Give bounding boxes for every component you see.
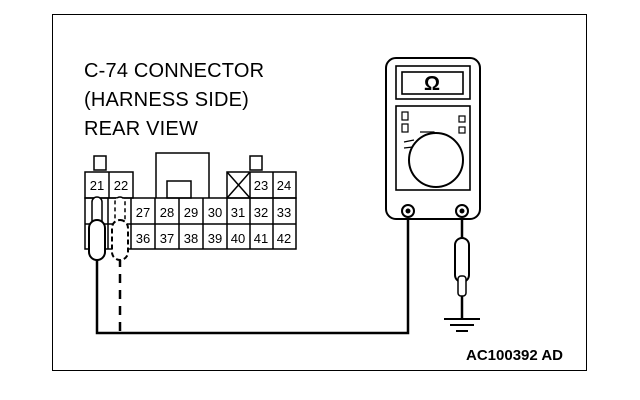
- connector-pin-30: 30: [208, 205, 222, 220]
- connector-pin-38: 38: [184, 231, 198, 246]
- connector-title-line-2: (HARNESS SIDE): [84, 89, 250, 111]
- selector-dial: [408, 132, 464, 188]
- connector-title-line-1: C-74 CONNECTOR: [84, 60, 265, 82]
- connector-pin-21: 21: [90, 178, 104, 193]
- connector-pin-23: 23: [254, 178, 268, 193]
- diagram-frame: [52, 14, 587, 371]
- connector-pin-36: 36: [136, 231, 150, 246]
- connector-pin-28: 28: [160, 205, 174, 220]
- connector-pin-27: 27: [136, 205, 150, 220]
- connector-pin-40: 40: [231, 231, 245, 246]
- connector-pin-37: 37: [160, 231, 174, 246]
- connector-pin-29: 29: [184, 205, 198, 220]
- connector-pin-42: 42: [277, 231, 291, 246]
- connector-c74: [84, 152, 297, 250]
- connector-pin-33: 33: [277, 205, 291, 220]
- connector-pin-31: 31: [231, 205, 245, 220]
- connector-latch-right: [249, 155, 263, 171]
- test-probe-icon: [88, 196, 129, 261]
- connector-center-key: [166, 180, 192, 199]
- connector-center-block: [155, 152, 210, 198]
- connector-pin-39: 39: [208, 231, 222, 246]
- connector-pin-41: 41: [254, 231, 268, 246]
- connector-latch-left: [93, 155, 107, 171]
- figure-reference-code: AC100392 AD: [466, 347, 563, 364]
- ground-icon: [444, 318, 480, 332]
- connector-pin-24: 24: [277, 178, 291, 193]
- connector-pin-32: 32: [254, 205, 268, 220]
- ground-probe: [454, 237, 470, 297]
- connector-pin-22: 22: [114, 178, 128, 193]
- connector-title-line-3: REAR VIEW: [84, 118, 199, 140]
- ohmmeter-icon: Ω: [385, 57, 481, 220]
- ohm-symbol: Ω: [424, 73, 440, 95]
- solid-probe-lead: [95, 212, 410, 335]
